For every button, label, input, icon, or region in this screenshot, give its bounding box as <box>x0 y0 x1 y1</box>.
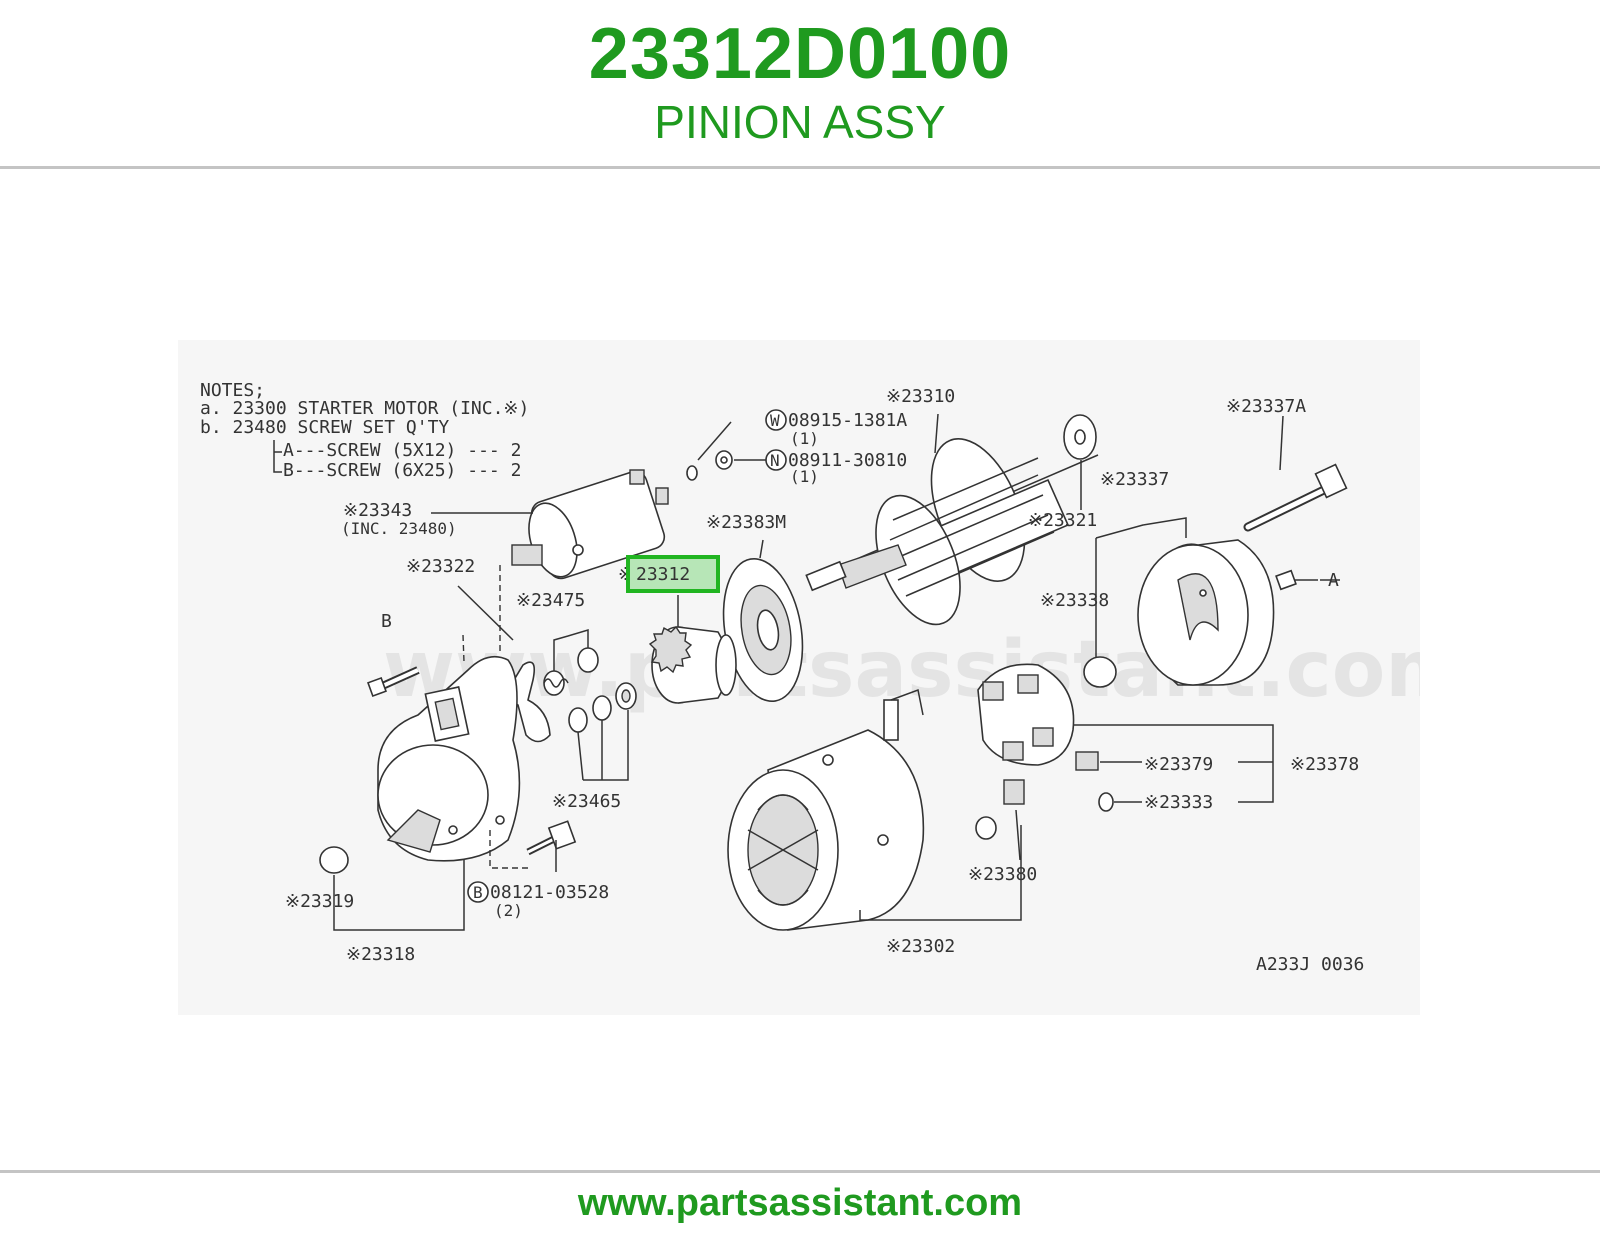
label-08121-qty: (2) <box>494 901 523 920</box>
label-23378: ※23378 <box>1290 754 1359 775</box>
solenoid-part[interactable] <box>511 468 669 583</box>
yoke-part[interactable] <box>727 688 925 931</box>
gear-case-part[interactable] <box>377 655 521 862</box>
part-number: 23312D0100 <box>588 14 1012 94</box>
brush-holder-part[interactable] <box>977 663 1075 766</box>
callout-labels: ※23310 ※23337A W 08915-1381A (1) N 08911… <box>285 386 1364 975</box>
label-23333: ※23333 <box>1144 792 1213 813</box>
notes-line-d: B---SCREW (6X25) --- 2 <box>283 460 521 481</box>
label-08121: 08121-03528 <box>490 882 609 903</box>
label-23312: 23312 <box>636 564 690 585</box>
brush-23380[interactable] <box>1003 779 1025 805</box>
screw-b-part[interactable] <box>367 666 420 697</box>
footer-site[interactable]: www.partsassistant.com <box>577 1182 1023 1224</box>
spring-23333[interactable] <box>1098 792 1114 812</box>
bolt-08121-part[interactable] <box>526 820 577 856</box>
part-name: PINION ASSY <box>654 96 946 148</box>
footer-divider <box>0 1170 1600 1173</box>
label-23321: ※23321 <box>1028 510 1097 531</box>
notes-line-a: a. 23300 STARTER MOTOR (INC.※) <box>200 398 529 419</box>
badge-w <box>765 409 787 431</box>
bushing-23380[interactable] <box>975 816 997 840</box>
highlight-box-23312[interactable] <box>626 555 720 593</box>
dashed-guides <box>462 565 528 869</box>
notes-line-b: b. 23480 SCREW SET Q'TY <box>200 417 449 438</box>
ring-set-part[interactable] <box>568 682 637 733</box>
armature-part[interactable] <box>805 425 1099 636</box>
label-23319: ※23319 <box>285 891 354 912</box>
notes-title: NOTES; <box>200 380 265 401</box>
label-23337a: ※23337A <box>1226 396 1306 417</box>
label-23322: ※23322 <box>406 556 475 577</box>
bushing-23319[interactable] <box>319 846 349 874</box>
header-divider <box>0 166 1600 169</box>
notes-bracket <box>273 440 282 473</box>
through-bolt-part[interactable] <box>1243 463 1348 532</box>
exploded-view-svg: www.partsassistant.com NOTES; a. 23300 S… <box>200 380 1420 975</box>
label-w-part: 08915-1381A <box>788 410 907 431</box>
notes-line-c: A---SCREW (5X12) --- 2 <box>283 440 521 461</box>
notes-block: NOTES; a. 23300 STARTER MOTOR (INC.※) b.… <box>200 380 529 481</box>
leader-lines <box>333 413 1340 931</box>
label-23465: ※23465 <box>552 791 621 812</box>
label-23475: ※23475 <box>516 590 585 611</box>
washer-nut-parts[interactable] <box>686 450 733 481</box>
pinion-assy-part[interactable] <box>648 625 737 704</box>
parts-diagram: www.partsassistant.com NOTES; a. 23300 S… <box>178 340 1420 1015</box>
page-header: 23312D0100 PINION ASSY <box>0 0 1600 168</box>
label-23338: ※23338 <box>1040 590 1109 611</box>
label-w-qty: (1) <box>790 429 819 448</box>
badge-n-letter: N <box>770 451 780 470</box>
label-23318: ※23318 <box>346 944 415 965</box>
dust-cover-part[interactable] <box>713 552 813 707</box>
label-23343-inc: (INC. 23480) <box>341 519 457 538</box>
label-23310: ※23310 <box>886 386 955 407</box>
rear-cover-part[interactable] <box>1137 539 1275 686</box>
label-a: A <box>1328 570 1339 591</box>
label-n-part: 08911-30810 <box>788 450 907 471</box>
label-23302: ※23302 <box>886 936 955 957</box>
brush-23379[interactable] <box>1075 751 1099 771</box>
badge-b <box>467 881 489 903</box>
washer-23321-hole <box>1074 429 1086 445</box>
spring-set-part[interactable] <box>543 647 599 696</box>
label-23343: ※23343 <box>343 500 412 521</box>
bushing-23338[interactable] <box>1083 656 1117 688</box>
screw-a-part[interactable] <box>1275 569 1297 591</box>
label-23379: ※23379 <box>1144 754 1213 775</box>
badge-b-letter: B <box>473 883 483 902</box>
label-23380: ※23380 <box>968 864 1037 885</box>
diagram-code: A233J 0036 <box>1256 954 1364 975</box>
label-b: B <box>381 611 392 632</box>
badge-n <box>765 449 787 471</box>
label-23383m: ※23383M <box>706 512 786 533</box>
label-23337: ※23337 <box>1100 469 1169 490</box>
label-n-qty: (1) <box>790 467 819 486</box>
badge-w-letter: W <box>770 411 780 430</box>
